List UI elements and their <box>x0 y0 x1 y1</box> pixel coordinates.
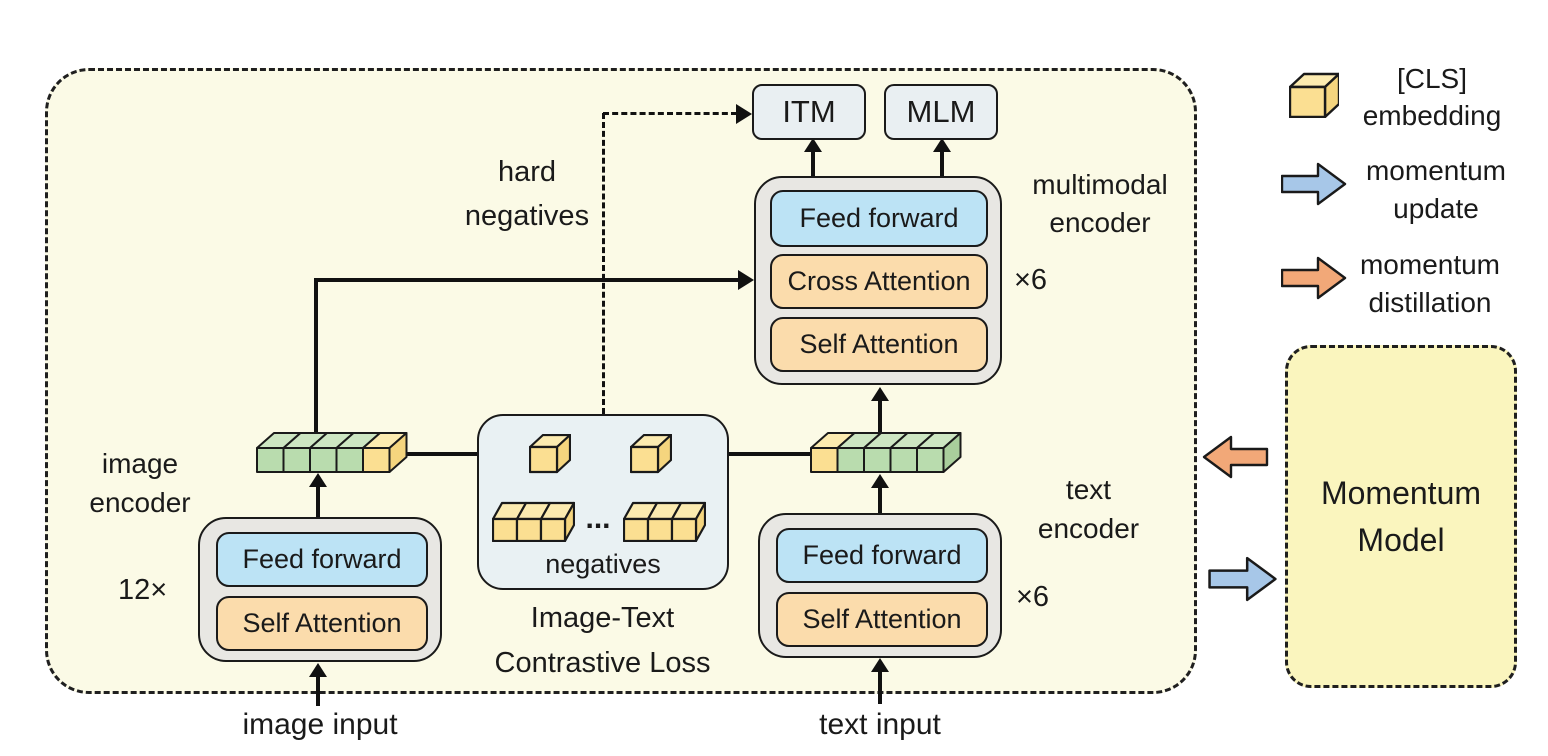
multimodal-self-attention-block: Self Attention <box>770 317 988 372</box>
mlm-head-box: MLM <box>884 84 998 140</box>
image-encoder-label: image encoder <box>89 448 191 518</box>
multimodal-to-itm-line <box>811 150 815 178</box>
image-feed-forward-block: Feed forward <box>216 532 428 587</box>
text-to-multimodal-line <box>878 399 882 433</box>
text-to-multimodal-arrowhead <box>871 387 889 401</box>
momentum-update-arrow <box>1208 556 1277 602</box>
contrastive-loss-box: ... negatives <box>477 414 729 590</box>
image-embedding-strip <box>256 432 408 473</box>
text-feed-forward-label: Feed forward <box>802 540 962 570</box>
text-encoder-output-line <box>878 486 882 514</box>
text-feed-forward-block: Feed forward <box>776 528 988 583</box>
multimodal-encoder-shell: Feed forward Cross Attention Self Attent… <box>754 176 1002 385</box>
negatives-label: negatives <box>545 549 661 579</box>
image-to-multimodal-arrowhead <box>738 270 754 290</box>
text-embedding-strip <box>810 432 962 473</box>
hard-negatives-label: hard negatives <box>464 156 590 232</box>
text-input-line <box>878 671 882 704</box>
itm-head-box: ITM <box>752 84 866 140</box>
image-input-label: image input <box>242 708 398 741</box>
image-to-multimodal-line-vertical <box>314 278 318 438</box>
image-encoder-shell: Feed forward Self Attention <box>198 517 442 662</box>
multimodal-feed-forward-label: Feed forward <box>799 203 959 233</box>
image-self-attention-block: Self Attention <box>216 596 428 651</box>
legend-momentum-distillation-label: momentum distillation <box>1359 249 1501 318</box>
text-multiplier-label: ×6 <box>1016 581 1050 613</box>
image-input-line <box>316 676 320 706</box>
legend-cls-cube-icon <box>1289 72 1339 118</box>
text-input-label: text input <box>819 708 941 741</box>
text-cls-cube-icon <box>630 434 672 474</box>
text-self-attention-label: Self Attention <box>802 604 962 634</box>
text-encoder-shell: Feed forward Self Attention <box>758 513 1002 658</box>
text-self-attention-block: Self Attention <box>776 592 988 647</box>
image-to-multimodal-line-horizontal <box>314 278 738 282</box>
text-cls-to-loss-line <box>688 452 812 456</box>
multimodal-encoder-label: multimodal encoder <box>1032 169 1168 238</box>
multimodal-feed-forward-block: Feed forward <box>770 190 988 247</box>
legend-momentum-update-label: momentum update <box>1365 155 1507 224</box>
negatives-cube-row-right-icon <box>623 501 706 542</box>
multimodal-self-attention-label: Self Attention <box>799 329 959 359</box>
text-input-arrowhead <box>871 658 889 672</box>
multimodal-cross-attention-block: Cross Attention <box>770 254 988 309</box>
hard-negatives-dashed-line-vertical <box>602 113 605 414</box>
multimodal-to-mlm-line <box>940 150 944 178</box>
image-encoder-output-line <box>316 485 320 518</box>
contrastive-loss-caption: Image-Text Contrastive Loss <box>494 602 711 679</box>
image-cls-to-loss-line <box>396 452 508 456</box>
negatives-cube-row-left-icon <box>492 501 575 542</box>
hard-negatives-arrowhead <box>736 104 752 124</box>
multimodal-multiplier-label: ×6 <box>1014 264 1048 296</box>
momentum-model-label: Momentum Model <box>1320 474 1482 558</box>
legend-momentum-update-arrow-icon <box>1281 162 1347 206</box>
multimodal-to-mlm-arrowhead <box>933 138 951 152</box>
multimodal-to-itm-arrowhead <box>804 138 822 152</box>
legend-cls-label: [CLS] embedding <box>1362 63 1502 131</box>
image-encoder-output-arrowhead <box>309 473 327 487</box>
image-input-arrowhead <box>309 663 327 677</box>
text-encoder-label: text encoder <box>1037 474 1140 544</box>
momentum-distillation-arrow <box>1202 435 1269 479</box>
momentum-model-box: Momentum Model <box>1285 345 1517 688</box>
image-multiplier-label: 12× <box>118 574 168 606</box>
mlm-label: MLM <box>906 94 976 129</box>
legend-momentum-distillation-arrow-icon <box>1281 256 1347 300</box>
negatives-ellipsis: ... <box>585 502 611 535</box>
multimodal-cross-attention-label: Cross Attention <box>787 266 971 296</box>
text-encoder-output-arrowhead <box>871 474 889 488</box>
itm-label: ITM <box>782 94 836 129</box>
hard-negatives-dashed-line-horizontal <box>603 112 737 115</box>
image-self-attention-label: Self Attention <box>242 608 402 638</box>
image-cls-cube-icon <box>529 434 571 474</box>
image-feed-forward-label: Feed forward <box>242 544 402 574</box>
